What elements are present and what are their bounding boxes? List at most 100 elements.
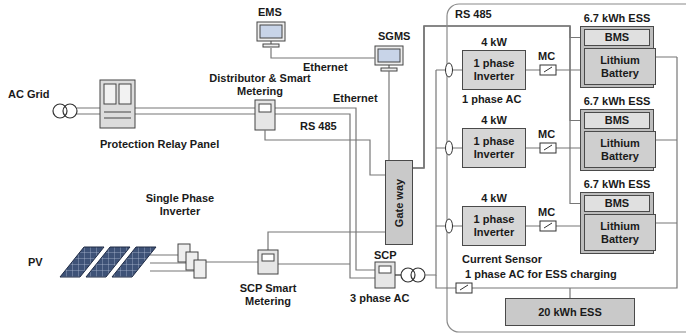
bms-box: BMS xyxy=(584,195,650,212)
node-heading: 6.7 kWh ESS xyxy=(571,95,663,108)
ac-bus xyxy=(425,70,436,275)
ems-computer xyxy=(257,22,285,41)
node-text: 1 phase Inverter xyxy=(463,57,525,83)
rs485-wire xyxy=(265,130,385,250)
distributor-meter xyxy=(255,100,275,130)
bms-box: BMS xyxy=(584,112,650,129)
mc-contactor xyxy=(544,223,552,228)
power-line xyxy=(275,108,375,278)
mc-contactor xyxy=(540,65,556,75)
ems-computer xyxy=(260,25,282,38)
protection-relay-panel xyxy=(100,80,135,128)
ess-box: 6.7 kWh ESSBMSLithium Battery xyxy=(580,109,654,171)
ac-bus xyxy=(425,57,677,298)
ems-computer xyxy=(263,44,279,47)
ac-bus xyxy=(654,57,677,223)
scp-meter xyxy=(379,266,391,273)
node-text: 1 phase Inverter xyxy=(463,135,525,161)
ess-box: 6.7 kWh ESSBMSLithium Battery xyxy=(580,26,654,88)
connector xyxy=(413,26,580,168)
three-phase-transformer xyxy=(411,268,425,282)
protection-relay-panel xyxy=(119,84,131,104)
device-label: PV xyxy=(28,256,43,269)
sgms-computer xyxy=(375,46,403,71)
battery-box: Lithium Battery xyxy=(584,131,656,168)
node-heading: 4 kW xyxy=(453,36,535,49)
node-heading: 6.7 kWh ESS xyxy=(571,178,663,191)
device-label: Single Phase Inverter xyxy=(140,192,220,218)
component-label: MC xyxy=(538,128,555,141)
inverter-box: 4 kW1 phase Inverter xyxy=(462,50,526,90)
link-label: RS 485 xyxy=(300,120,337,133)
rs485-wire xyxy=(268,232,385,250)
inverter-box: 4 kW1 phase Inverter xyxy=(462,128,526,168)
three-phase-transformer xyxy=(395,268,425,282)
node-text: BMS xyxy=(605,31,629,44)
mc-contactor xyxy=(460,285,468,290)
device-label: AC Grid xyxy=(8,88,50,101)
device-label: Distributor & Smart Metering xyxy=(205,72,315,98)
link-label: 1 phase AC for ESS charging xyxy=(465,268,617,281)
component-label: MC xyxy=(538,206,555,219)
node-text: Lithium Battery xyxy=(585,220,655,246)
ems-computer xyxy=(257,22,285,47)
connector xyxy=(413,26,580,168)
inverter-box: 4 kW1 phase Inverter xyxy=(462,206,526,246)
power-line xyxy=(77,108,375,278)
protection-relay-panel xyxy=(100,80,135,128)
component-label: MC xyxy=(538,50,555,63)
pv-panels xyxy=(112,247,156,277)
ac-bus xyxy=(569,288,570,298)
power-line xyxy=(135,108,255,114)
bms-box: BMS xyxy=(584,29,650,46)
pv-panels xyxy=(60,247,156,277)
mc-contactor xyxy=(544,145,552,150)
mc-contactor xyxy=(544,67,552,72)
component-label: Current Sensor xyxy=(462,253,542,266)
node-text: Lithium Battery xyxy=(585,54,655,80)
ess-box: 20 kWh ESS xyxy=(505,298,635,326)
device-label: SCP xyxy=(374,249,397,262)
ac-bus xyxy=(436,57,677,288)
link-label: Ethernet xyxy=(333,92,378,105)
current-sensor xyxy=(446,141,453,155)
link-label: 1 phase AC xyxy=(462,93,522,106)
ethernet-wire xyxy=(271,48,389,160)
distributor-meter xyxy=(255,100,275,130)
mc-contactor xyxy=(456,65,556,293)
node-text: Gate way xyxy=(393,178,406,226)
device-label: 3 phase AC xyxy=(350,292,410,305)
node-text: 20 kWh ESS xyxy=(538,306,602,319)
battery-box: Lithium Battery xyxy=(584,214,656,251)
scp-meter xyxy=(258,250,278,274)
grid-transformer xyxy=(63,104,77,118)
node-heading: 4 kW xyxy=(453,192,535,205)
current-sensor xyxy=(446,219,453,233)
ac-bus xyxy=(436,70,462,226)
device-label: SGMS xyxy=(378,30,410,43)
gateway-box: Gate way xyxy=(385,160,413,245)
device-label: Protection Relay Panel xyxy=(100,138,219,151)
pv-inverters xyxy=(194,260,206,278)
sgms-computer xyxy=(381,68,397,71)
mc-contactor xyxy=(540,143,556,153)
scp-meter xyxy=(375,262,395,288)
ess-enclosure xyxy=(447,4,686,332)
protection-relay-panel xyxy=(104,84,116,104)
current-sensor xyxy=(446,63,453,77)
current-sensor xyxy=(446,63,453,233)
node-text: Lithium Battery xyxy=(585,137,655,163)
node-text: BMS xyxy=(605,197,629,210)
three-phase-transformer xyxy=(395,274,401,275)
node-heading: 6.7 kWh ESS xyxy=(571,12,663,25)
sgms-computer xyxy=(375,46,403,65)
grid-transformer xyxy=(53,104,77,118)
rs485-wire xyxy=(265,130,385,175)
battery-box: Lithium Battery xyxy=(584,48,656,85)
power-line xyxy=(77,108,100,114)
ess-box: 6.7 kWh ESSBMSLithium Battery xyxy=(580,192,654,254)
connector xyxy=(413,26,580,204)
pv-inverters xyxy=(178,244,206,278)
protection-relay-panel xyxy=(104,112,131,118)
